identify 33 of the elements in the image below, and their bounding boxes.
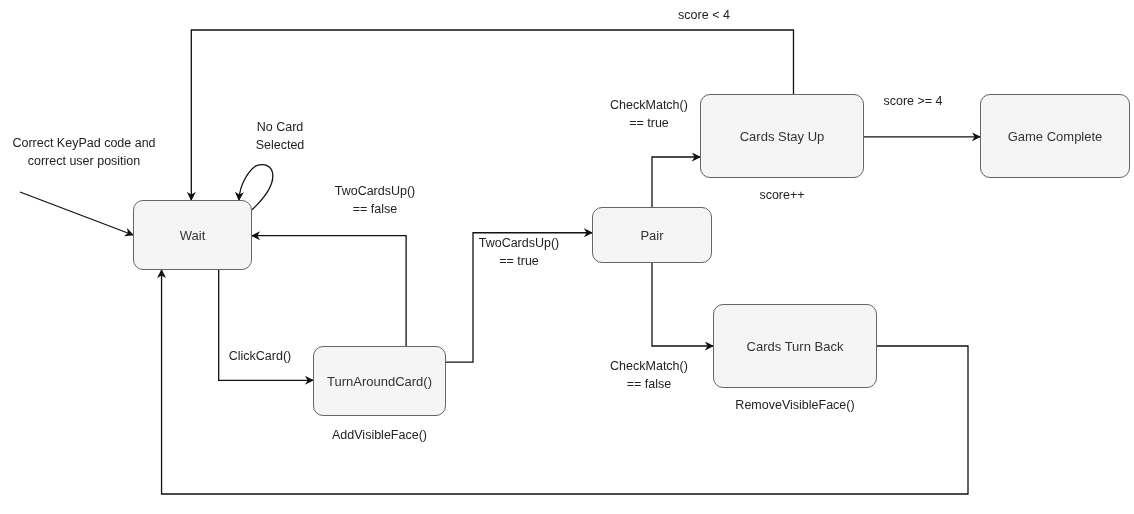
state-label: Pair — [640, 227, 664, 243]
transition-arrow — [218, 269, 314, 385]
edge-label: No Card Selected — [254, 119, 306, 155]
transition-arrow — [651, 152, 701, 208]
state-box — [980, 94, 1130, 178]
state-box — [713, 304, 877, 388]
action-caption: AddVisibleFace() — [331, 428, 428, 442]
self-loop-arrow — [235, 164, 274, 211]
edge-label: CheckMatch() == true — [609, 97, 689, 133]
transition-arrow — [863, 132, 981, 142]
transition-arrow — [651, 262, 714, 351]
transition-arrow — [186, 29, 795, 201]
state-label: Cards Stay Up — [739, 128, 825, 144]
state-label: Wait — [179, 227, 206, 243]
edge-label: score >= 4 — [882, 93, 944, 110]
action-caption: score++ — [758, 188, 806, 202]
edge-label: ClickCard() — [227, 348, 293, 365]
edge-label: CheckMatch() == false — [609, 358, 689, 394]
edge-label: TwoCardsUp() == false — [333, 183, 417, 219]
state-label: TurnAroundCard() — [327, 373, 432, 389]
state-label: Game Complete — [1007, 128, 1103, 144]
transition-arrow — [157, 269, 969, 495]
action-caption: RemoveVisibleFace() — [734, 398, 856, 412]
state-label: Cards Turn Back — [746, 338, 844, 354]
transition-arrow — [251, 231, 407, 347]
edge-label: Correct KeyPad code and correct user position — [11, 135, 157, 171]
state-box — [133, 200, 252, 270]
edge-label: score < 4 — [677, 7, 731, 24]
state-box — [700, 94, 864, 178]
transition-arrow — [19, 191, 134, 237]
state-box — [313, 346, 446, 416]
state-box — [592, 207, 712, 263]
transition-arrow — [445, 228, 593, 363]
